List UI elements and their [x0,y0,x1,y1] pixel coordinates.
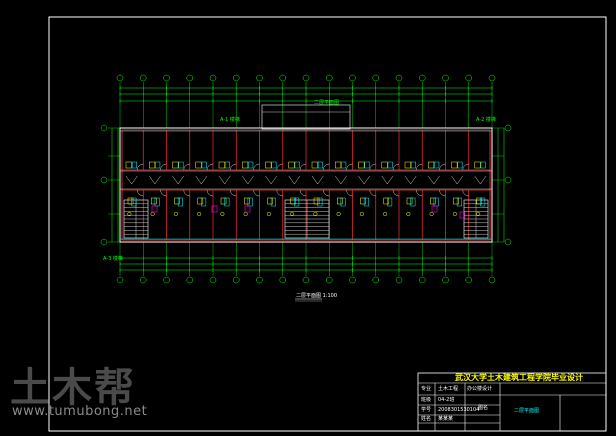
titleblock-project: 办公楼设计 [467,386,493,392]
titleblock-value-3: 2008301530104 [438,407,480,413]
titleblock-value-4: 某某某 [438,416,454,422]
sheet-name: 二层平面图 [514,408,540,414]
plan-callout-left: A-1 楼梯 [220,117,240,123]
titleblock-label-4: 姓名 [421,416,432,422]
titleblock-title: 武汉大学土木建筑工程学院毕业设计 [455,373,583,382]
titleblock-label-2: 班级 [421,397,432,403]
titleblock-label-1: 专业 [421,386,432,392]
drawing-frame [48,16,607,432]
plan-caption: 二层平面图 1:100 [296,293,337,299]
titleblock-label-3: 学号 [421,407,432,413]
titleblock-label-5: 图名 [478,405,489,411]
watermark-url: www.tumubong.net [12,404,148,419]
title-block [417,372,607,432]
plan-callout-top: 二层平面图 [314,100,340,106]
plan-callout-bottom: A-3 楼梯 [103,256,123,262]
plan-callout-right: A-2 楼梯 [476,117,496,123]
titleblock-value-2: 04-2班 [438,397,455,403]
watermark-logo: 土木帮 [10,365,136,411]
floor-plan [100,74,512,302]
titleblock-value-1: 土木工程 [438,386,459,392]
